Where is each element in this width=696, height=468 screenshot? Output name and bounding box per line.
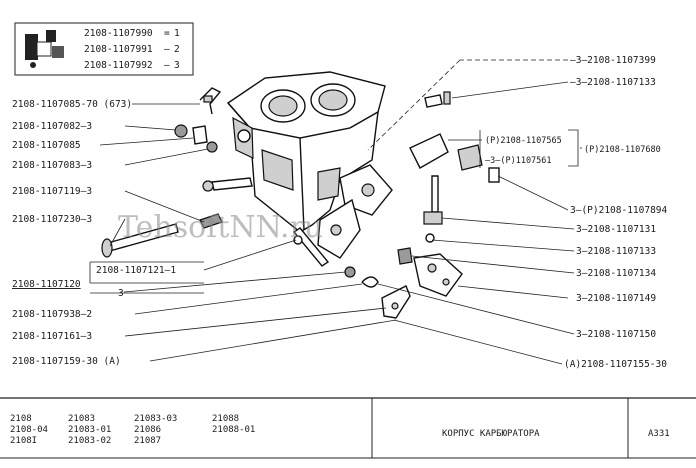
footer: 2108 2108-04 2108I 21083 21083-01 21083-… <box>0 397 696 459</box>
label-l3: 2108-1107085 <box>12 140 81 151</box>
screw-top-right <box>424 94 443 108</box>
label-r9: 3—2108-1107150 <box>576 329 656 340</box>
plug-1 <box>174 124 188 138</box>
variant-box: 2108-1107990 1 2108-1107991 2 2108-11079… <box>14 22 194 76</box>
model-2-2: 21083-01 <box>68 425 111 435</box>
model-1-2: 2108-04 <box>10 425 48 435</box>
label-l9: 2108-1107938—2 <box>12 309 92 320</box>
icon-block-top <box>46 30 56 42</box>
right-labels: —3—2108-1107399 —3—2108-1107133 (Р)2108-… <box>485 55 668 370</box>
model-3-1: 21083-03 <box>134 414 177 424</box>
label-l1: 2108-1107085-70 (673) <box>12 99 132 110</box>
icon-block-left <box>25 34 38 60</box>
icon-block-right <box>52 46 64 58</box>
watermark: TehsoftNN.ru <box>118 210 323 245</box>
label-l5: 2108-1107119—3 <box>12 186 92 197</box>
model-3-3: 21087 <box>134 436 161 446</box>
label-r3a: (Р)2108-1107565 <box>485 136 562 146</box>
idle-screw <box>292 227 330 267</box>
variant-num-1: 1 <box>174 28 180 39</box>
label-r4: 3—(Р)2108-1107894 <box>570 205 668 216</box>
label-l8: 2108-1107121—1 <box>96 265 176 276</box>
lever-plate <box>413 253 463 297</box>
nut <box>344 266 356 278</box>
model-3-2: 21086 <box>134 425 161 435</box>
group-bracket <box>568 129 579 167</box>
bracket <box>409 133 449 169</box>
left-labels: 2108-1107085-70 (673) 2108-1107082—3 210… <box>12 99 176 367</box>
label-l7: 2108-1107120 <box>12 279 81 290</box>
left-leaders <box>89 103 397 362</box>
variant-num-2: 2 <box>174 44 180 55</box>
model-2-3: 21083-02 <box>68 436 111 446</box>
label-r8: 3—2108-1107149 <box>576 293 656 304</box>
label-r10: (А)2108-1107155-30 <box>564 359 667 370</box>
variant-code-1: 2108-1107990 <box>84 28 153 39</box>
label-r6: 3—2108-1107133 <box>576 246 656 257</box>
label-l11: 2108-1107159-30 (А) <box>12 356 121 367</box>
label-r2: —3—2108-1107133 <box>570 77 656 88</box>
model-2-1: 21083 <box>68 414 95 424</box>
spring <box>199 213 223 229</box>
label-l8b: 3 <box>118 288 124 299</box>
block-piece <box>457 144 483 171</box>
label-l4: 2108-1107083—3 <box>12 160 92 171</box>
variant-code-3: 2108-1107992 <box>84 60 153 71</box>
plug-2 <box>206 141 218 153</box>
return-spring <box>361 276 379 288</box>
label-l6: 2108-1107230—3 <box>12 214 92 225</box>
sleeve <box>192 125 208 145</box>
small-parts <box>101 87 500 319</box>
icon-dot <box>30 62 36 68</box>
label-r1: —3—2108-1107399 <box>570 55 656 66</box>
label-r3c: (Р)2108-1107680 <box>584 145 661 155</box>
icon-block-mid <box>36 41 52 57</box>
label-r7: 3—2108-1107134 <box>576 268 656 279</box>
drawing-title: КОРПУС КАРБЮРАТОРА <box>442 429 540 439</box>
throttle-lever <box>381 285 411 319</box>
label-r5: 3—2108-1107131 <box>576 224 656 235</box>
label-l2: 2108-1107082—3 <box>12 121 92 132</box>
model-1-3: 2108I <box>10 436 37 446</box>
model-4-2: 21088-01 <box>212 425 255 435</box>
carburetor-body <box>202 71 393 259</box>
model-1-1: 2108 <box>10 414 32 424</box>
variant-icon <box>25 30 64 68</box>
pin-screw <box>431 175 439 213</box>
variant-code-2: 2108-1107991 <box>84 44 153 55</box>
label-l10: 2108-1107161—3 <box>12 331 92 342</box>
svg-text:=: = <box>164 28 170 39</box>
label-r3b: —3—(Р)1107561 <box>485 156 552 166</box>
axle-left <box>211 177 253 191</box>
svg-text:–: – <box>164 60 170 71</box>
sheet-number: А331 <box>648 429 670 439</box>
variant-box-frame <box>14 22 194 76</box>
variant-num-3: 3 <box>174 60 180 71</box>
svg-text:–: – <box>164 44 170 55</box>
right-leaders <box>367 59 582 365</box>
coil-spring-1 <box>397 247 413 265</box>
model-4-1: 21088 <box>212 414 239 424</box>
